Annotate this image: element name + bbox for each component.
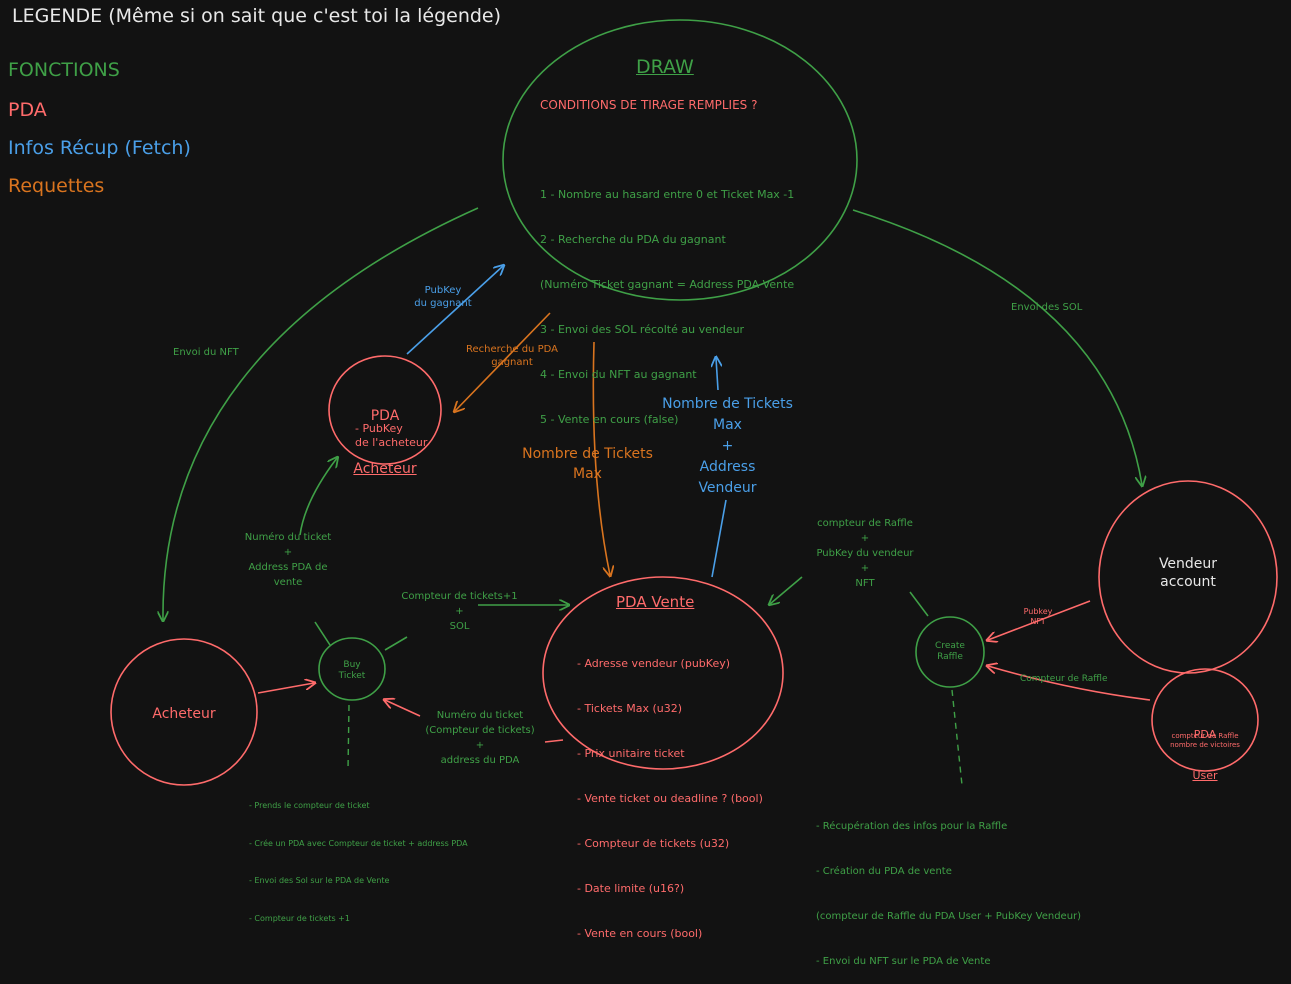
pda-vente-field: - Date limite (u16?) bbox=[577, 882, 685, 895]
label-numero-ticket-bottom: Numéro du ticket (Compteur de tickets) +… bbox=[425, 710, 535, 766]
legend-infos: Infos Récup (Fetch) bbox=[8, 137, 191, 159]
label-pubkey-nft: Pubkey NFT bbox=[1023, 607, 1053, 626]
pda-acheteur-title: PDA Acheteur bbox=[335, 373, 435, 496]
buy-ticket-notes: - Prends le compteur de ticket - Crée un… bbox=[249, 775, 468, 938]
pda-vente-field: - Prix unitaire ticket bbox=[577, 747, 685, 760]
edge-recherche-pda bbox=[455, 312, 551, 411]
pda-vente-title: PDA Vente bbox=[616, 593, 695, 611]
pda-user-title1: PDA bbox=[1193, 727, 1217, 741]
draw-step: 2 - Recherche du PDA du gagnant bbox=[540, 233, 726, 246]
label-nb-tickets-blue: Nombre de Tickets Max + Address Vendeur bbox=[662, 396, 793, 496]
pda-user-node bbox=[1151, 668, 1259, 772]
edge-vendeur-create bbox=[988, 600, 1091, 640]
pda-user-body: compteur de Raffle nombre de victoires bbox=[1170, 732, 1240, 749]
label-recherche-pda: Recherche du PDA gagnant bbox=[466, 344, 558, 368]
edge-pubkey-gagnant bbox=[406, 266, 503, 355]
draw-steps: 1 - Nombre au hasard entre 0 et Ticket M… bbox=[540, 157, 794, 442]
draw-step: (Numéro Ticket gagnant = Address PDA Ven… bbox=[540, 278, 795, 291]
draw-step: 1 - Nombre au hasard entre 0 et Ticket M… bbox=[540, 188, 795, 201]
pda-vente-field: - Vente en cours (bool) bbox=[577, 927, 703, 940]
legend-fonctions: FONCTIONS bbox=[8, 59, 120, 81]
buy-ticket-note: - Prends le compteur de ticket bbox=[249, 801, 370, 810]
buy-ticket-note: - Envoi des Sol sur le PDA de Vente bbox=[249, 876, 390, 885]
edge-compteur-raffle bbox=[770, 576, 803, 604]
edge-envoi-nft bbox=[163, 207, 479, 620]
label-pubkey-gagnant: PubKey du gagnant bbox=[414, 285, 472, 309]
edge-create-notes bbox=[951, 689, 963, 786]
buy-ticket-note: - Crée un PDA avec Compteur de ticket + … bbox=[249, 838, 468, 848]
buy-ticket-label: Buy Ticket bbox=[338, 660, 366, 682]
draw-node bbox=[502, 19, 858, 301]
create-raffle-note: - Récupération des infos pour la Raffle bbox=[816, 821, 1008, 832]
legend-pda: PDA bbox=[8, 99, 47, 121]
draw-step: 4 - Envoi du NFT au gagnant bbox=[540, 368, 697, 381]
create-raffle-note: - Création du PDA de vente bbox=[816, 866, 952, 877]
buy-ticket-node bbox=[318, 637, 386, 701]
edge-nb-tickets-blue bbox=[712, 358, 727, 578]
draw-title: DRAW bbox=[636, 56, 694, 78]
edge-compteur-tickets bbox=[384, 605, 568, 651]
create-raffle-label: Create Raffle bbox=[935, 641, 965, 663]
pda-acheteur-body: - PubKey de l'acheteur bbox=[355, 422, 428, 449]
label-compteur-raffle-user: Compteur de Raffle bbox=[1020, 674, 1108, 684]
vendeur-node bbox=[1098, 480, 1278, 674]
pda-user-title2: User bbox=[1192, 768, 1218, 782]
pda-vente-field: - Tickets Max (u32) bbox=[577, 702, 683, 715]
edge-numero-ticket-bottom bbox=[385, 700, 564, 743]
pda-user-title: PDA User bbox=[1170, 700, 1240, 796]
edge-create-to-label bbox=[909, 591, 929, 617]
acheteur-label: Acheteur bbox=[152, 706, 216, 722]
buy-ticket-note: - Compteur de tickets +1 bbox=[249, 913, 350, 923]
vendeur-label: Vendeur account bbox=[1158, 556, 1218, 590]
label-compteur-tickets: Compteur de tickets+1 + SOL bbox=[401, 591, 518, 632]
edge-numero-ticket-left bbox=[299, 458, 337, 646]
draw-step: 3 - Envoi des SOL récolté au vendeur bbox=[540, 323, 745, 336]
edge-nb-tickets-orange bbox=[592, 341, 610, 575]
edge-envoi-sol bbox=[852, 209, 1142, 485]
pda-vente-field: - Adresse vendeur (pubKey) bbox=[577, 657, 731, 670]
edge-acheteur-buy bbox=[257, 683, 314, 694]
label-numero-ticket-left: Numéro du ticket + Address PDA de vente bbox=[244, 532, 332, 588]
draw-step: 5 - Vente en cours (false) bbox=[540, 413, 679, 426]
pda-acheteur-title1: PDA bbox=[370, 408, 400, 424]
acheteur-node bbox=[110, 638, 258, 786]
pda-acheteur-node bbox=[328, 355, 442, 465]
draw-question: CONDITIONS DE TIRAGE REMPLIES ? bbox=[540, 98, 758, 112]
create-raffle-note: (compteur de Raffle du PDA User + PubKey… bbox=[816, 911, 1082, 922]
create-raffle-notes: - Récupération des infos pour la Raffle … bbox=[816, 789, 1081, 984]
pda-vente-fields: - Adresse vendeur (pubKey) - Tickets Max… bbox=[577, 626, 763, 956]
label-compteur-raffle: compteur de Raffle + PubKey du vendeur +… bbox=[816, 518, 914, 589]
create-raffle-node bbox=[915, 616, 985, 688]
pda-acheteur-title2: Acheteur bbox=[353, 460, 417, 477]
legend-requettes: Requettes bbox=[8, 175, 105, 197]
pda-vente-field: - Vente ticket ou deadline ? (bool) bbox=[577, 792, 763, 805]
label-envoi-sol: Envoi des SOL bbox=[1011, 302, 1083, 313]
edge-user-create bbox=[988, 666, 1151, 701]
legend-title: LEGENDE (Même si on sait que c'est toi l… bbox=[12, 5, 502, 27]
create-raffle-note: - Envoi du NFT sur le PDA de Vente bbox=[816, 956, 991, 967]
pda-vente-node bbox=[542, 576, 784, 770]
edge-buy-notes bbox=[347, 704, 350, 771]
label-envoi-nft: Envoi du NFT bbox=[173, 347, 239, 358]
label-nb-tickets-orange: Nombre de Tickets Max bbox=[522, 446, 653, 482]
diagram-canvas bbox=[110, 19, 1278, 786]
pda-vente-field: - Compteur de tickets (u32) bbox=[577, 837, 730, 850]
